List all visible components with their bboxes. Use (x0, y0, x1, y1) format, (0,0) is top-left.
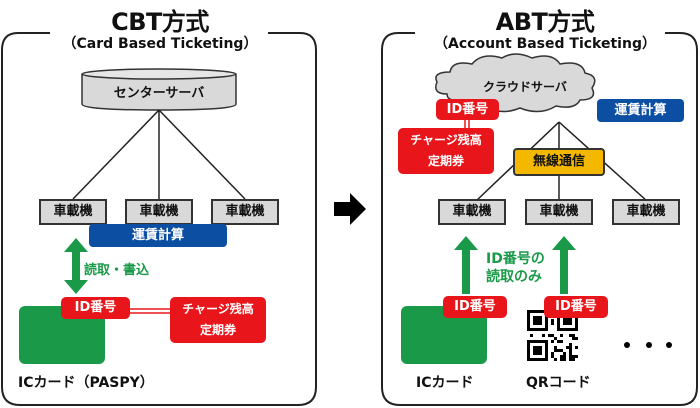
qr-code-icon (527, 310, 578, 361)
cbt-frame (1, 32, 317, 406)
cbt-terminal: 車載機 (125, 199, 193, 225)
abt-title: ABT方式 (495, 8, 595, 36)
charge-balance-label: チャージ残高 (182, 302, 254, 316)
read-only-line: 読取のみ (486, 269, 542, 285)
abt-fare-calc-badge: 運賃計算 (597, 99, 684, 122)
cbt-subtitle: （Card Based Ticketing） (62, 36, 258, 52)
cbt-id-tag: ID番号 (61, 297, 130, 319)
card-read-arrow (454, 236, 478, 294)
abt-card-id-tag: ID番号 (443, 296, 507, 318)
abt-frame (381, 32, 698, 406)
abt-terminal: 車載機 (612, 199, 680, 225)
cbt-terminal: 車載機 (211, 199, 279, 225)
commuter-pass-label: 定期券 (427, 154, 464, 168)
cloud-server-label: クラウドサーバ (483, 80, 567, 94)
read-only-label: ID番号の 読取のみ (486, 250, 545, 286)
abt-server-id-tag: ID番号 (436, 99, 499, 120)
commuter-pass-label: 定期券 (199, 323, 236, 337)
abt-terminal: 車載機 (525, 199, 593, 225)
cbt-card-label: ICカード（PASPY） (18, 375, 154, 391)
qr-label: QRコード (526, 375, 591, 391)
ellipsis-dot (624, 342, 630, 348)
ellipsis-dot (646, 342, 652, 348)
cbt-title: CBT方式 (111, 8, 209, 36)
abt-terminal: 車載機 (438, 199, 506, 225)
read-only-line: ID番号の (486, 251, 545, 267)
read-write-label: 読取・書込 (84, 263, 150, 278)
cbt-balance-box: チャージ残高 定期券 (170, 297, 266, 343)
cbt-fare-calc-badge: 運賃計算 (89, 224, 227, 247)
wireless-comm-badge: 無線通信 (513, 148, 605, 176)
abt-subtitle: （Account Based Ticketing） (434, 36, 656, 52)
transition-arrow (334, 193, 366, 225)
cbt-terminal: 車載機 (39, 199, 107, 225)
qr-read-arrow (552, 236, 576, 294)
abt-card-label: ICカード (416, 375, 474, 391)
read-write-arrow (64, 238, 88, 294)
abt-balance-box: チャージ残高 定期券 (398, 128, 494, 174)
charge-balance-label: チャージ残高 (410, 133, 482, 147)
abt-qr-id-tag: ID番号 (544, 296, 608, 318)
ellipsis-dot (666, 342, 672, 348)
center-server-cylinder (81, 68, 237, 111)
center-server-label: センターサーバ (113, 86, 205, 101)
